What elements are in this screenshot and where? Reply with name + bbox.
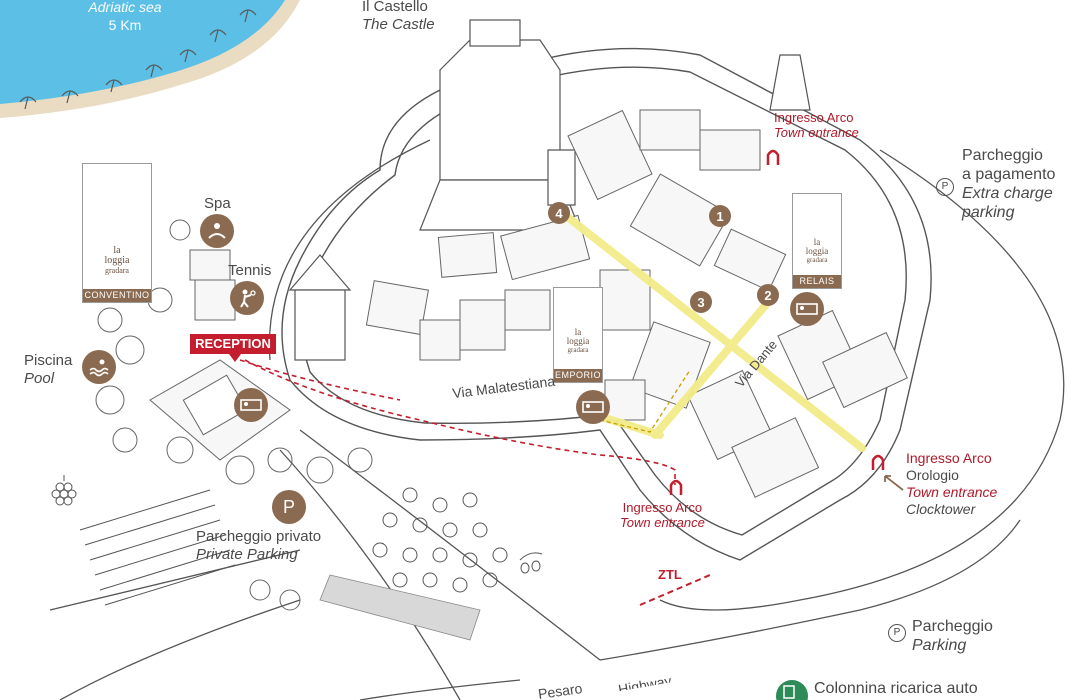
castle-label: Il Castello The Castle xyxy=(362,0,435,34)
private-parking-line2: Private Parking xyxy=(196,546,298,563)
conventino-tag: CONVENTINO xyxy=(83,289,151,302)
arch-icons xyxy=(669,149,885,495)
spa-label: Spa xyxy=(204,195,231,212)
olive-grove xyxy=(372,487,543,593)
entrance-bottom-label: Ingresso Arco Town entrance xyxy=(620,500,705,530)
charging-label: Colonnina ricarica auto xyxy=(814,680,978,697)
paid-parking-label: Parcheggio a pagamento Extra charge park… xyxy=(962,146,1055,222)
pool-label: Piscina Pool xyxy=(24,352,72,388)
pool-label-en: Pool xyxy=(24,370,55,387)
tower-relais: la loggia gradara RELAIS xyxy=(792,193,842,289)
public-parking-line1: Parcheggio xyxy=(912,618,993,635)
emporio-tag: EMPORIO xyxy=(554,369,602,382)
paid-parking-line4: parking xyxy=(962,204,1015,221)
sea-distance: 5 Km xyxy=(108,17,142,33)
sea-label: Adriatic sea 5 Km xyxy=(80,0,170,34)
umbrella-icons xyxy=(19,9,257,110)
vineyard-rows xyxy=(79,489,236,606)
private-parking-icon: P xyxy=(272,490,306,524)
private-parking-label: Parcheggio privato Private Parking xyxy=(196,528,321,564)
paid-parking-icon: P xyxy=(936,178,954,196)
pool-label-it: Piscina xyxy=(24,352,73,369)
clocktower-line1: Ingresso Arco xyxy=(906,450,992,466)
reception-route xyxy=(244,359,676,485)
point-1: 1 xyxy=(709,205,731,227)
emporio-route xyxy=(599,369,691,433)
tower-conventino: la loggia gradara CONVENTINO xyxy=(82,163,152,303)
arch-clocktower-icon xyxy=(871,454,885,470)
trees xyxy=(95,219,373,611)
roads xyxy=(49,139,1065,700)
paid-parking-line3: Extra charge xyxy=(962,185,1053,202)
conventino-complex xyxy=(149,249,291,461)
grapes-icon xyxy=(51,475,77,506)
public-parking-line2: Parking xyxy=(912,637,967,654)
building-roofs xyxy=(365,109,908,498)
arch-bottom-icon xyxy=(669,479,683,495)
private-parking-line1: Parcheggio privato xyxy=(196,528,322,545)
castle-name-en: The Castle xyxy=(362,16,435,33)
castle-keep xyxy=(419,19,581,231)
bed-icon-emporio xyxy=(576,390,610,424)
emporio-brand: la loggia gradara xyxy=(566,327,590,355)
bell-tower xyxy=(769,54,811,111)
sea-area xyxy=(0,0,285,104)
clocktower-line4: Clocktower xyxy=(906,501,976,517)
point-2: 2 xyxy=(757,284,779,306)
relais-tag: RELAIS xyxy=(793,275,841,288)
sea-name: Adriatic sea xyxy=(88,0,162,15)
ztl-label: ZTL xyxy=(658,567,682,582)
tennis-label: Tennis xyxy=(228,262,272,279)
entrance-top-line1: Ingresso Arco xyxy=(774,110,854,125)
round-tower xyxy=(288,254,352,361)
bed-icon-conventino xyxy=(234,388,268,422)
field-strip xyxy=(319,574,481,641)
public-parking-icon: P xyxy=(888,624,906,642)
paid-parking-line1: Parcheggio xyxy=(962,147,1043,164)
relais-brand: la loggia gradara xyxy=(805,237,829,265)
spa-icon xyxy=(200,214,234,248)
reception-label: RECEPTION xyxy=(190,334,276,354)
pool-icon xyxy=(82,350,116,384)
arrow-icon xyxy=(884,475,904,491)
ztl-line xyxy=(639,574,711,606)
clocktower-line2: Orologio xyxy=(906,467,959,483)
castle-name-it: Il Castello xyxy=(362,0,428,15)
reception-pointer xyxy=(229,354,241,362)
entrance-bottom-line1: Ingresso Arco xyxy=(622,500,703,515)
arch-top-icon xyxy=(766,149,780,165)
tennis-icon xyxy=(230,281,264,315)
charging-icon xyxy=(776,680,808,700)
entrance-top-label: Ingresso Arco Town entrance xyxy=(774,110,859,140)
tower-emporio: la loggia gradara EMPORIO xyxy=(553,287,603,383)
paid-parking-line2: a pagamento xyxy=(962,166,1056,183)
conventino-brand: la loggia gradara xyxy=(104,245,130,276)
point-4: 4 xyxy=(548,202,570,224)
bed-icon-relais xyxy=(790,292,824,326)
entrance-top-line2: Town entrance xyxy=(774,125,859,140)
public-parking-label: Parcheggio Parking xyxy=(912,617,993,655)
entrance-clocktower-label: Ingresso Arco Orologio Town entrance Clo… xyxy=(906,450,997,518)
entrance-bottom-line2: Town entrance xyxy=(620,515,705,530)
clocktower-line3: Town entrance xyxy=(906,484,998,500)
point-3: 3 xyxy=(690,291,712,313)
